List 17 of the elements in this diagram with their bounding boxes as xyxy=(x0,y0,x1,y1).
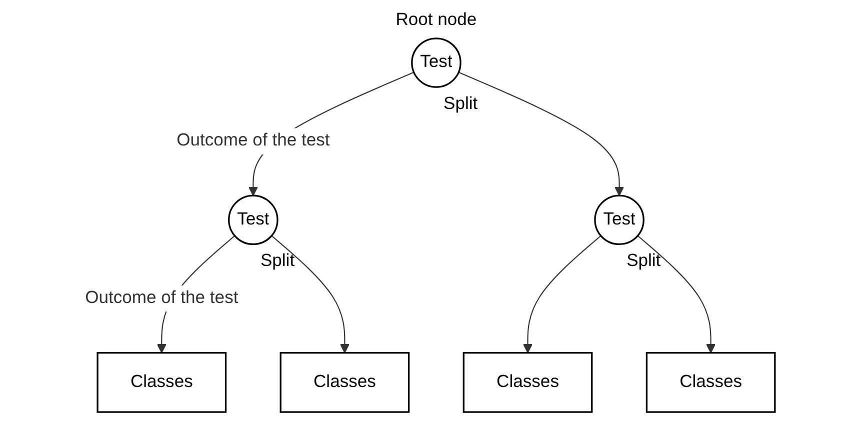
class-box: Classes xyxy=(280,352,410,413)
root-node-caption: Root node xyxy=(396,9,477,30)
split-caption: Split xyxy=(626,250,661,270)
test-node-circle: Test xyxy=(411,38,462,88)
edge-label: Outcome of the test xyxy=(85,288,238,308)
arrow xyxy=(522,235,602,354)
class-box: Classes xyxy=(646,352,776,413)
arrow xyxy=(458,72,624,196)
class-box: Classes xyxy=(462,352,593,413)
test-node-circle: Test xyxy=(228,194,278,246)
split-caption: Split xyxy=(260,250,295,270)
split-caption: Split xyxy=(444,92,478,113)
edge-label: Outcome of the test xyxy=(176,131,330,150)
arrow xyxy=(637,235,716,354)
class-box: Classes xyxy=(96,352,227,413)
arrow xyxy=(271,235,350,354)
test-node-circle: Test xyxy=(594,194,644,246)
